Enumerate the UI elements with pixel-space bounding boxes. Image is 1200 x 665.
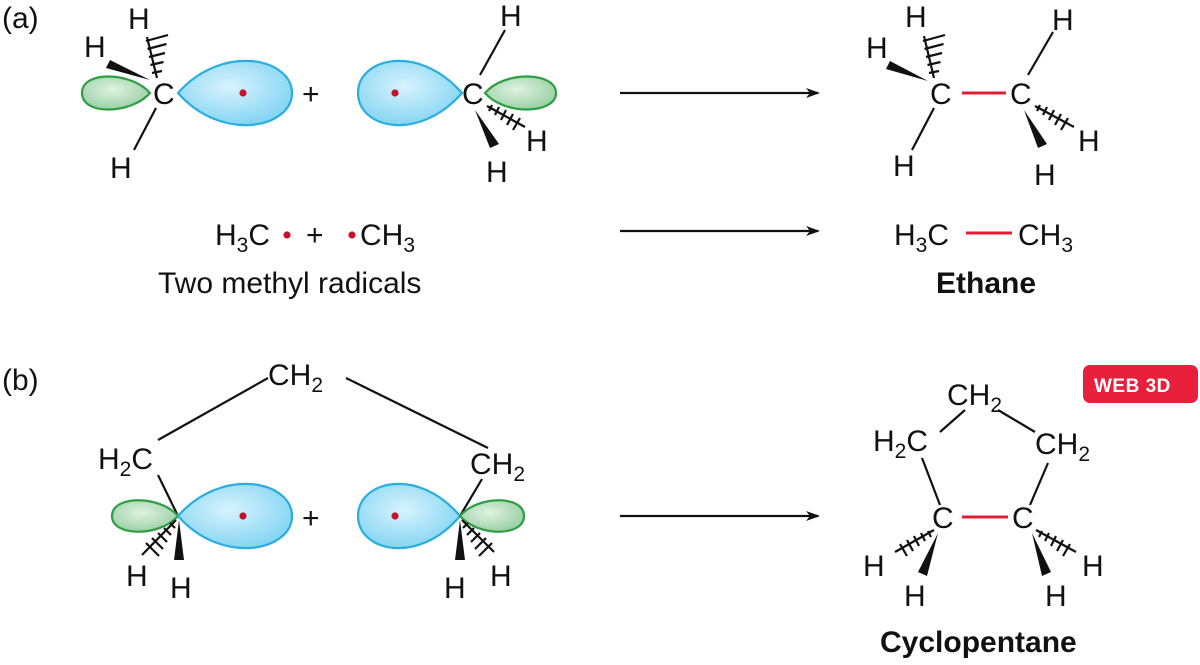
hydrogen-upper-left: H	[84, 31, 106, 64]
hydrogen-bottom: H	[110, 152, 132, 185]
product-caption: Cyclopentane	[880, 626, 1077, 659]
formula-ch3: CH3	[1018, 219, 1073, 257]
web-3d-badge-label: WEB 3D	[1094, 376, 1171, 397]
hydrogen-label: H	[1082, 550, 1104, 583]
bond-down	[133, 107, 157, 151]
unpaired-electron-right	[391, 89, 399, 97]
cyclopentane-structure: CH2 H2C CH2 C C H H H H	[863, 379, 1104, 613]
bond-up	[479, 29, 506, 76]
wedge-bond-down	[475, 110, 499, 148]
bond-up	[1027, 31, 1054, 76]
h2c-left: H2C	[873, 425, 928, 463]
wedge-bond-down	[1024, 110, 1047, 148]
hydrogen-label: H	[126, 560, 148, 593]
carbon-label: C	[932, 502, 954, 535]
product-caption: Ethane	[936, 267, 1036, 300]
diradical-chain: CH2 H2C CH2 +	[98, 359, 526, 605]
wedge-bond	[918, 533, 938, 576]
ch2-top: CH2	[947, 379, 1002, 417]
hydrogen-label: H	[863, 550, 885, 583]
methyl-radicals-condensed: H3C + CH3	[215, 219, 415, 257]
ring-bond	[920, 457, 942, 506]
hash-bond-right	[486, 104, 526, 131]
unpaired-electron	[283, 231, 291, 239]
carbon-label: C	[1012, 502, 1034, 535]
sp3-orbital-lobe-left	[176, 482, 294, 550]
reactant-caption: Two methyl radicals	[158, 267, 421, 300]
hash-bond-right	[1034, 104, 1075, 131]
sp3-orbital-lobe-right	[356, 59, 464, 127]
hydrogen-top: H	[500, 0, 522, 33]
unpaired-electron-left	[239, 89, 247, 97]
wedge-bond-left	[106, 60, 150, 80]
wedge-bond	[174, 520, 184, 560]
ethane-condensed: H3C CH3	[894, 219, 1073, 257]
hydrogen-label: H	[1034, 159, 1056, 192]
p-orbital-lobe-right	[458, 499, 526, 533]
bond	[157, 377, 269, 441]
formula-h3c: H3C	[215, 219, 270, 257]
wedge-bond	[1032, 533, 1051, 576]
hydrogen-top: H	[128, 3, 150, 36]
p-orbital-lobe-left	[80, 75, 152, 111]
hydrogen-label: H	[1045, 580, 1067, 613]
bond	[459, 478, 483, 517]
carbon-label: C	[462, 78, 484, 111]
hash-bond	[1035, 529, 1077, 557]
ch2-right: CH2	[470, 448, 525, 486]
hydrogen-label: H	[1052, 4, 1074, 37]
formula-ch3: CH3	[360, 219, 415, 257]
hydrogen-label: H	[904, 580, 926, 613]
unpaired-electron-right	[391, 512, 399, 520]
h2c-left: H2C	[98, 443, 153, 481]
formula-h3c: H3C	[894, 219, 949, 257]
hash-bond	[894, 529, 935, 557]
carbon-label: C	[1010, 78, 1032, 111]
hydrogen-right: H	[526, 125, 548, 158]
p-orbital-lobe-left	[110, 499, 180, 533]
hash-bond-up	[922, 33, 946, 79]
p-orbital-lobe-right	[483, 75, 558, 111]
plus-sign: +	[306, 219, 324, 252]
ring-bond	[939, 409, 966, 433]
sp3-orbital-lobe-left	[176, 59, 294, 127]
plus-sign: +	[302, 78, 320, 111]
hash-bond	[461, 519, 495, 557]
carbon-label: C	[930, 78, 952, 111]
hydrogen-label: H	[866, 32, 888, 65]
bond-down	[911, 107, 935, 151]
methyl-radical-right: C H H H	[356, 0, 558, 189]
methyl-radical-left: C H H H	[80, 3, 294, 185]
sp3-orbital-lobe-right	[356, 482, 462, 550]
hydrogen-label: H	[444, 572, 466, 605]
panel-b-label: (b)	[2, 364, 39, 397]
hash-bond-up	[145, 33, 169, 79]
ring-bond	[997, 409, 1036, 433]
panel-a-label: (a)	[2, 2, 39, 35]
web-3d-badge[interactable]: WEB 3D	[1083, 365, 1198, 403]
bond	[157, 474, 179, 517]
hash-bond	[141, 519, 177, 557]
ch2-top: CH2	[268, 359, 323, 397]
unpaired-electron-left	[239, 512, 247, 520]
bond	[345, 377, 489, 449]
ethane-3d-structure: C C H H H H H H	[866, 1, 1100, 192]
hydrogen-bottom: H	[486, 156, 508, 189]
hydrogen-label: H	[490, 560, 512, 593]
hydrogen-label: H	[170, 572, 192, 605]
ring-bond	[1028, 462, 1050, 506]
hydrogen-label: H	[905, 1, 927, 34]
wedge-bond-left	[886, 61, 928, 81]
wedge-bond	[455, 520, 465, 560]
hydrogen-label: H	[893, 150, 915, 183]
unpaired-electron	[348, 231, 356, 239]
carbon-label: C	[153, 78, 175, 111]
hydrogen-label: H	[1078, 125, 1100, 158]
plus-sign: +	[302, 502, 320, 535]
ch2-right: CH2	[1035, 428, 1090, 466]
